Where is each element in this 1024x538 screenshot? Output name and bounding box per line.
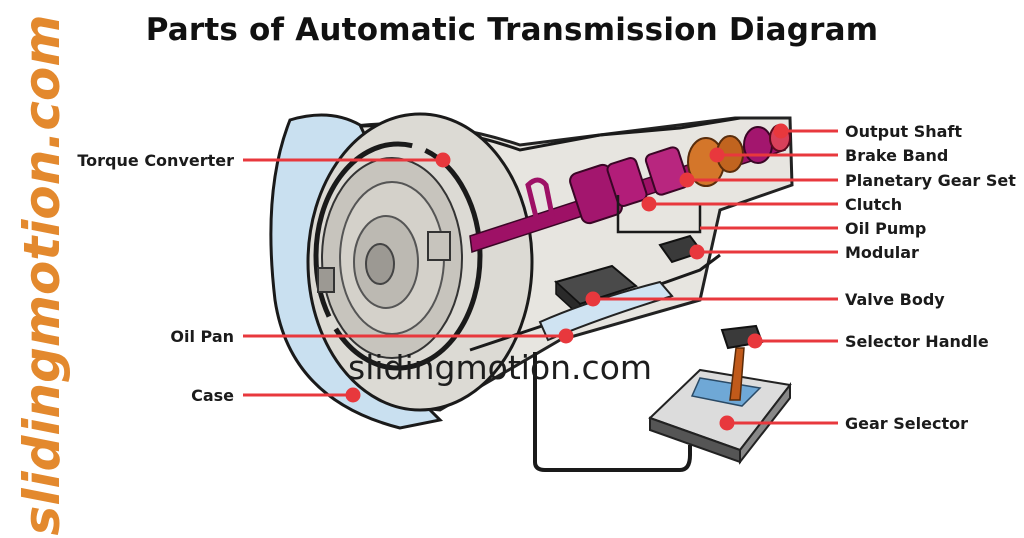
label-case: Case — [191, 386, 234, 405]
label-selector-handle: Selector Handle — [845, 332, 989, 351]
oil-pump-ring — [525, 177, 555, 223]
oil-pan — [538, 280, 674, 342]
watermark-center: slidingmotion.com — [348, 348, 653, 387]
label-gear-selector: Gear Selector — [845, 414, 968, 433]
label-brake-band: Brake Band — [845, 146, 949, 165]
label-clutch: Clutch — [845, 195, 903, 214]
selector-handle-lever — [729, 347, 745, 401]
label-oil-pan: Oil Pan — [170, 327, 234, 346]
selector-cable — [533, 352, 692, 472]
output-shaft-gear — [743, 126, 773, 164]
label-oil-pump: Oil Pump — [845, 219, 927, 238]
label-valve-body: Valve Body — [845, 290, 945, 309]
label-torque-converter: Torque Converter — [77, 151, 234, 170]
label-planetary-gear-set: Planetary Gear Set — [845, 171, 1016, 190]
label-modular: Modular — [845, 243, 919, 262]
diagram-title: Parts of Automatic Transmission Diagram — [145, 12, 879, 48]
label-output-shaft: Output Shaft — [845, 122, 963, 141]
hydraulic-line — [616, 195, 702, 234]
